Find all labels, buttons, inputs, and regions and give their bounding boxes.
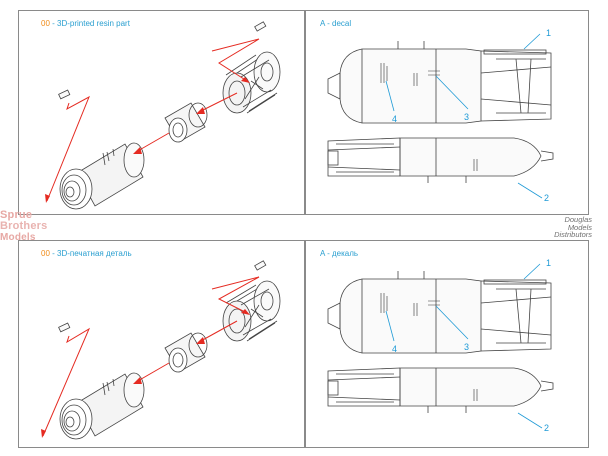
spacer-cylinder	[164, 332, 208, 373]
decal-marks	[380, 63, 478, 171]
panel-decal-ru: A - декаль	[305, 240, 589, 448]
callout-1: 1	[546, 28, 552, 38]
bomb-side-view-lower	[327, 137, 554, 183]
caption-text: - декаль	[324, 249, 359, 258]
decal-code: A	[320, 19, 325, 28]
panel-caption: A - decal	[320, 19, 351, 28]
panel-resin-part-ru: 00 - 3D-печатная деталь	[18, 240, 305, 448]
watermark-line-3: Models	[0, 232, 36, 243]
caption-text: - decal	[324, 19, 352, 28]
main-body	[59, 142, 145, 210]
callout-1: 1	[546, 258, 552, 268]
callout-3: 3	[464, 342, 470, 352]
assembly-arrows	[46, 38, 260, 202]
exploded-parts-drawing	[45, 21, 281, 210]
sprue-brothers-watermark: Sprue Brothers Models	[0, 209, 70, 244]
small-pin-top	[254, 21, 267, 32]
decal-placement-drawing	[327, 263, 554, 429]
main-body	[59, 372, 145, 440]
panel-decal-en: A - decal	[305, 10, 589, 215]
decal-marks	[380, 293, 478, 401]
decal-code: A	[320, 249, 325, 258]
douglas-models-logo: Douglas Models Distributors	[522, 216, 592, 239]
decal-placement-drawing	[327, 33, 554, 199]
brand-line-3: Distributors	[554, 230, 592, 239]
fin-assembly	[222, 51, 281, 114]
callout-4: 4	[392, 114, 398, 124]
callout-3: 3	[464, 112, 470, 122]
bomb-side-view-upper	[327, 41, 552, 124]
caption-text: - 3D-печатная деталь	[49, 249, 132, 258]
exploded-parts-drawing	[41, 260, 281, 440]
callout-4: 4	[392, 344, 398, 354]
fin-assembly	[222, 280, 281, 342]
watermark-line-2: Brothers	[0, 220, 48, 232]
watermark-line-1: Sprue	[0, 209, 33, 221]
callout-leaders	[385, 263, 543, 429]
small-pin-left	[58, 322, 71, 333]
brand-line-2: Models	[567, 222, 592, 232]
panel-caption: 00 - 3D-печатная деталь	[41, 249, 132, 258]
assembly-arrows	[42, 276, 260, 437]
callout-leaders	[385, 33, 543, 199]
brand-line-1: Douglas	[564, 215, 592, 224]
small-pin-left	[58, 89, 71, 100]
part-code: 00	[41, 249, 50, 258]
panel-resin-part-en: 00 - 3D-printed resin part	[18, 10, 305, 215]
bomb-side-view-lower	[327, 367, 554, 413]
bomb-side-view-upper	[327, 271, 552, 354]
panel-caption: 00 - 3D-printed resin part	[41, 19, 130, 28]
part-code: 00	[41, 19, 50, 28]
panel-caption: A - декаль	[320, 249, 358, 258]
callout-2: 2	[544, 423, 550, 433]
spacer-cylinder	[164, 102, 208, 143]
small-pin-top	[254, 260, 267, 271]
caption-text: - 3D-printed resin part	[49, 19, 130, 28]
callout-2: 2	[544, 193, 550, 203]
